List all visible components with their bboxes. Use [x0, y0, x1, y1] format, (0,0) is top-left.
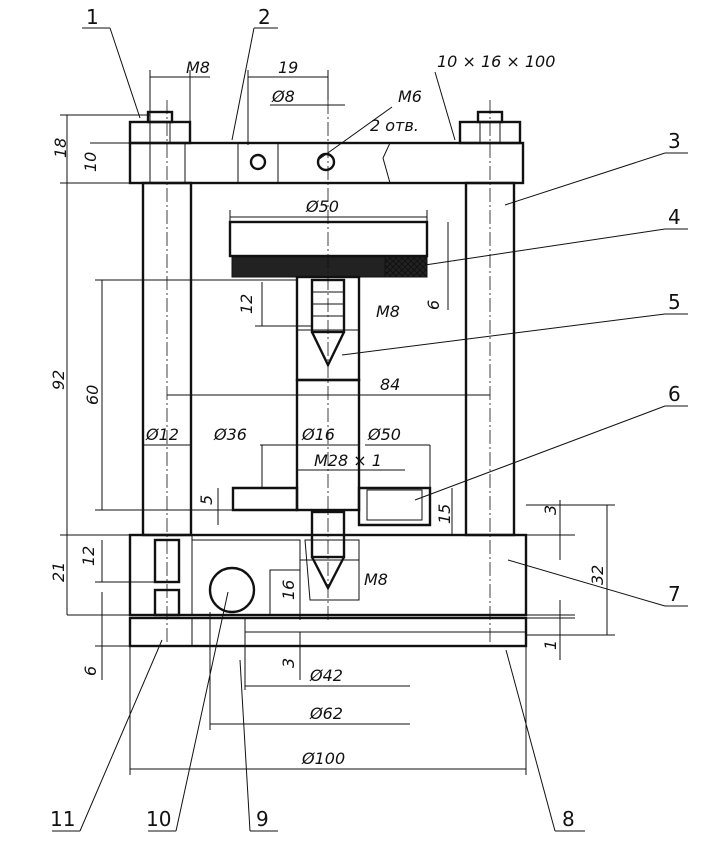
- base-block: [128, 510, 528, 617]
- dim-15: 15: [435, 504, 454, 524]
- part-4-label: 4: [668, 205, 681, 229]
- dim-19: 19: [278, 58, 298, 77]
- part-3-label: 3: [668, 129, 681, 153]
- lower-die-disk: [231, 486, 432, 527]
- dim-18: 18: [51, 138, 70, 158]
- part-numbers: 1 2 3 4 5 6 7 8 9 10 11: [50, 5, 681, 831]
- dim-12-low: 12: [79, 546, 98, 566]
- dim-d100: Ø100: [301, 749, 345, 768]
- part-1-label: 1: [86, 5, 99, 29]
- part-6-label: 6: [668, 382, 681, 406]
- dim-1: 1: [541, 640, 560, 650]
- dim-d50-top: Ø50: [305, 197, 339, 216]
- dim-3-low: 3: [279, 658, 298, 668]
- dim-84: 84: [380, 375, 400, 394]
- dim-d50-low: Ø50: [367, 425, 401, 444]
- central-screw-rod: [295, 100, 361, 620]
- dim-d36: Ø36: [213, 425, 247, 444]
- part-11-label: 11: [50, 807, 75, 831]
- part-7-label: 7: [668, 582, 681, 606]
- left-top-nut: [128, 110, 192, 184]
- dim-d12: Ø12: [145, 425, 179, 444]
- part-leaders: [52, 27, 688, 832]
- dim-m28: M28 × 1: [314, 451, 382, 470]
- dim-16-v: 16: [279, 580, 298, 600]
- dim-d8: Ø8: [271, 87, 295, 106]
- dim-m8-mid: M8: [376, 302, 400, 321]
- part-8-label: 8: [562, 807, 575, 831]
- dim-60: 60: [83, 385, 102, 405]
- dim-32: 32: [588, 565, 607, 585]
- dim-3-right: 3: [541, 505, 560, 515]
- dim-d42: Ø42: [309, 666, 343, 685]
- dimension-lines: [60, 70, 615, 775]
- dimension-texts: M8 19 Ø8 M6 2 отв. 10 × 16 × 100 18 10 Ø…: [49, 52, 607, 768]
- top-plate: [128, 141, 525, 185]
- dim-92: 92: [49, 370, 68, 390]
- upper-punch-disk: [228, 220, 429, 278]
- dim-5: 5: [197, 495, 216, 505]
- part-10-label: 10: [146, 807, 171, 831]
- dim-6-low: 6: [81, 666, 100, 676]
- part-2-label: 2: [258, 5, 271, 29]
- right-column: [464, 100, 516, 650]
- dim-m8-low: M8: [364, 570, 388, 589]
- dim-d16: Ø16: [301, 425, 335, 444]
- part-5-label: 5: [668, 290, 681, 314]
- bottom-plate: [128, 616, 528, 648]
- part-9-label: 9: [256, 807, 269, 831]
- dim-10: 10: [81, 152, 100, 172]
- left-column: [141, 100, 193, 650]
- dim-12-rod: 12: [237, 294, 256, 314]
- dim-bar-size: 10 × 16 × 100: [437, 52, 555, 71]
- dim-6-right: 6: [424, 300, 443, 310]
- dim-m8-top: M8: [186, 58, 210, 77]
- dim-d62: Ø62: [309, 704, 343, 723]
- dim-holes: 2 отв.: [370, 116, 419, 135]
- dim-m6: M6: [398, 87, 422, 106]
- dim-21: 21: [49, 562, 68, 582]
